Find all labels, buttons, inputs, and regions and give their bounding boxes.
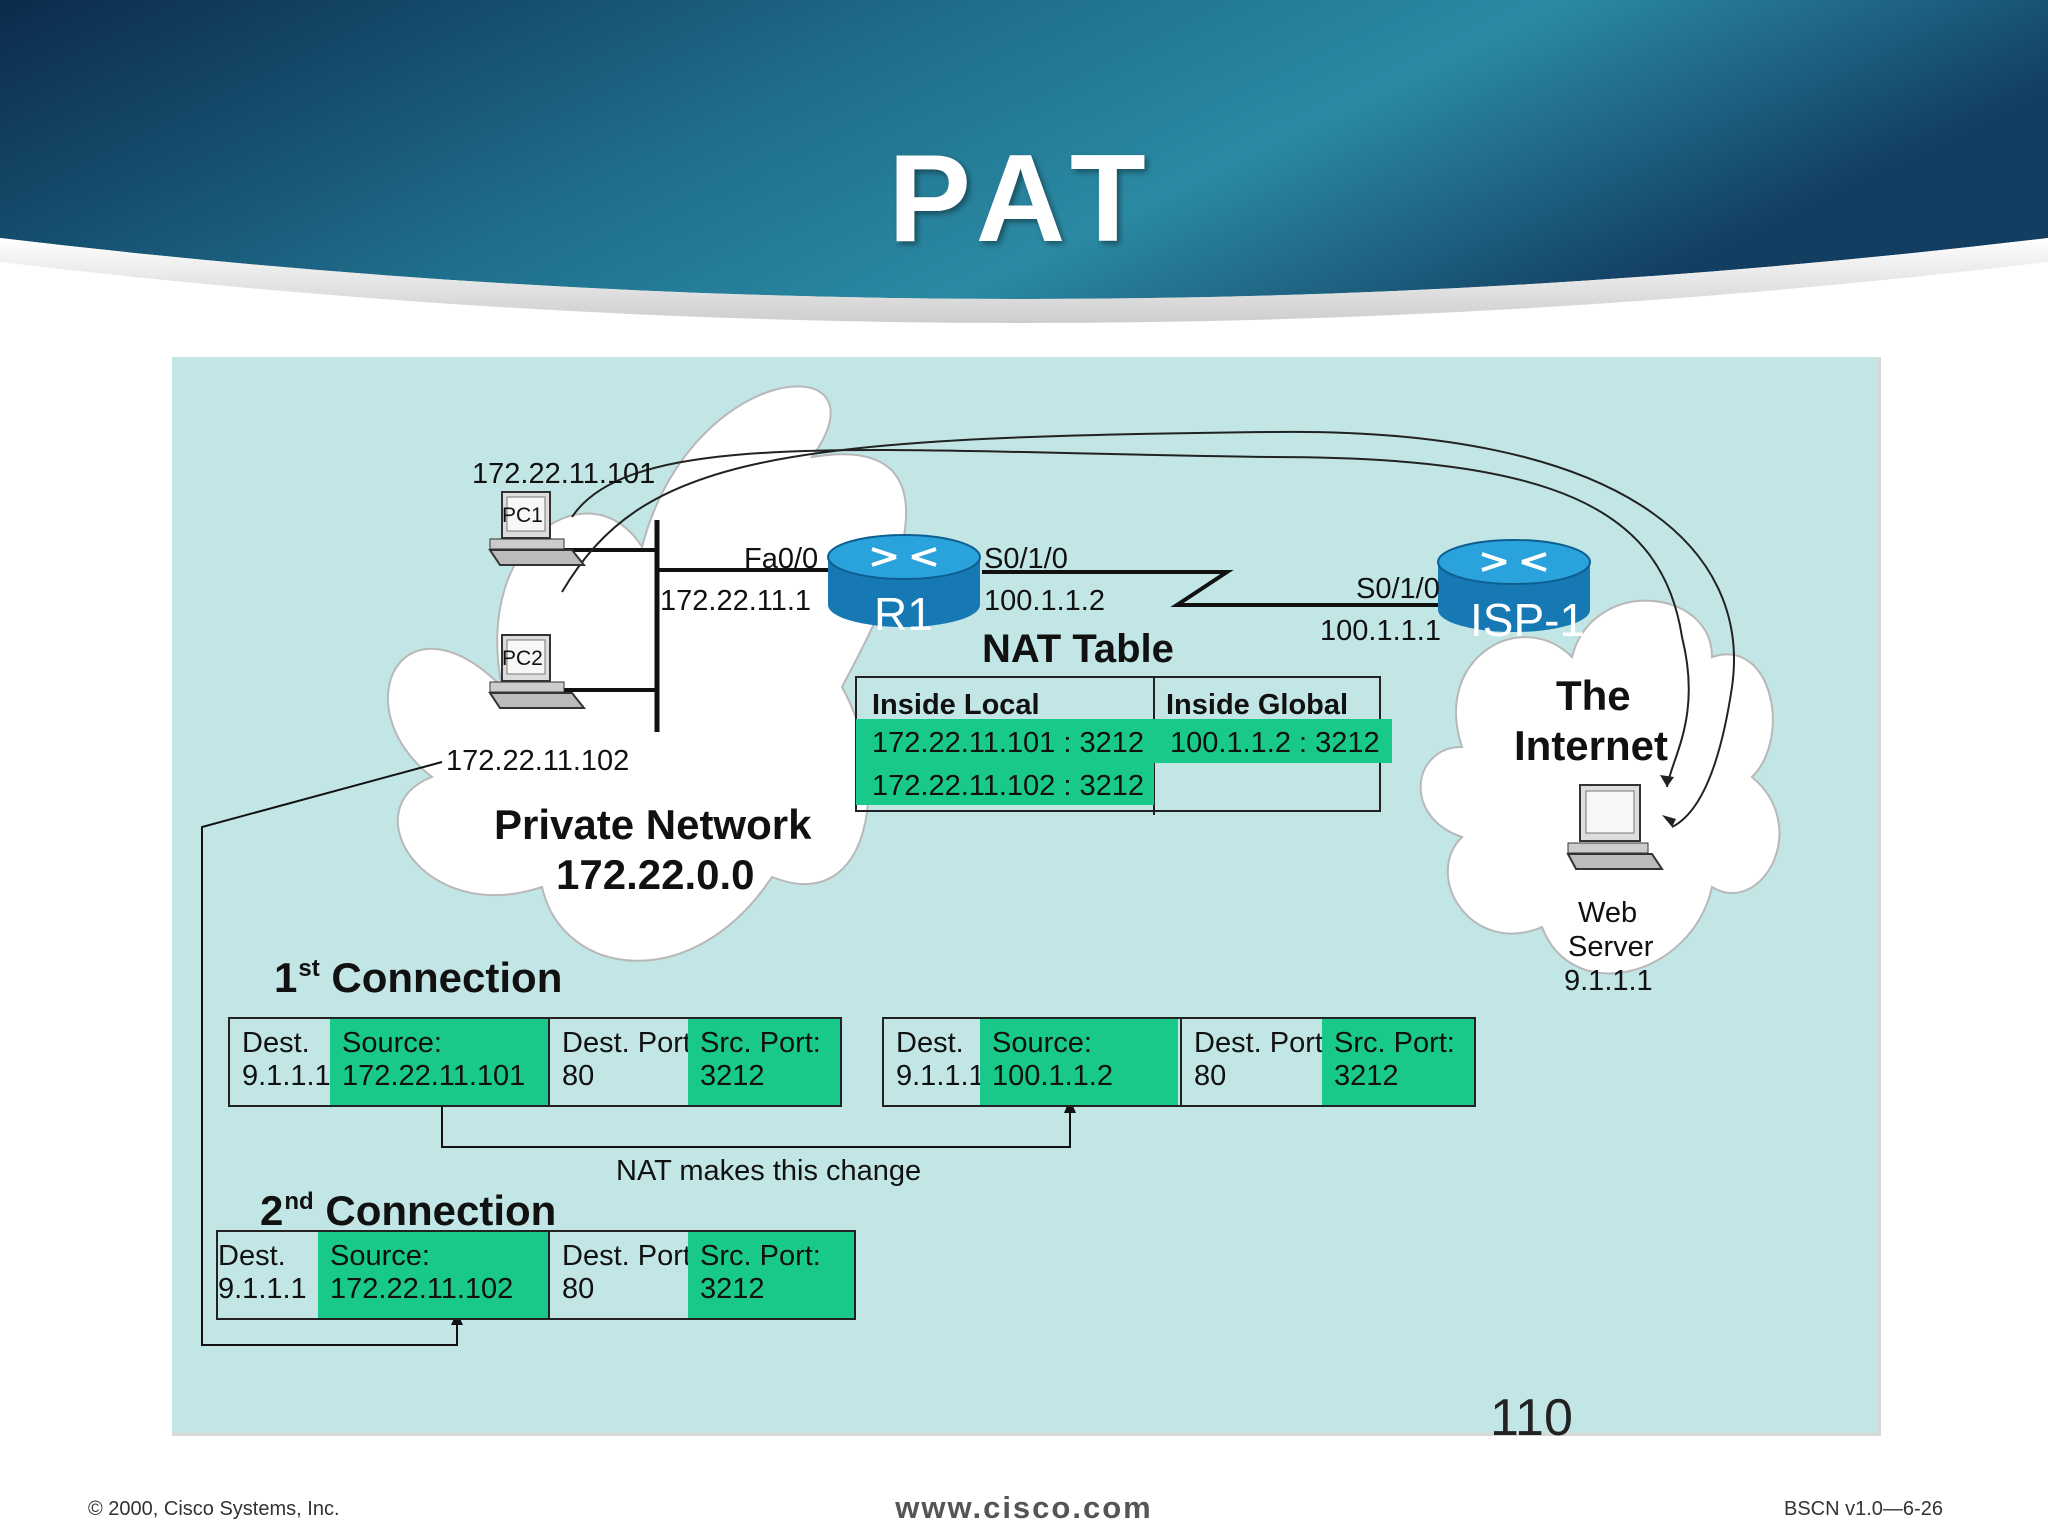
nat-row1-global: 100.1.1.2 : 3212: [1170, 727, 1380, 759]
nat-header-inside-local: Inside Local: [872, 689, 1040, 721]
isp-serial-ip: 100.1.1.1: [1320, 615, 1441, 647]
packet-dest: Dest.9.1.1.1: [896, 1027, 985, 1092]
first-connection-title: 1st Connection: [274, 954, 563, 1001]
packet-src-port: Src. Port:3212: [1322, 1019, 1474, 1105]
r1-interface: Fa0/0: [744, 543, 819, 575]
footer-course-code: BSCN v1.0—6-26: [1784, 1498, 1943, 1520]
web-server-ip: 9.1.1.1: [1564, 965, 1653, 997]
nat-change-note: NAT makes this change: [616, 1155, 922, 1187]
diagram-panel: 172.22.11.101 PC1 PC2 172.22.11.102 Fa0/…: [172, 357, 1881, 1436]
packet-c1-after: Dest.9.1.1.1 Source:100.1.1.2 Dest. Port…: [882, 1017, 1476, 1107]
private-network-address: 172.22.0.0: [556, 851, 755, 898]
footer-copyright: © 2000, Cisco Systems, Inc.: [88, 1498, 340, 1520]
pc1-ip: 172.22.11.101: [472, 458, 656, 490]
web-server-label-2: Server: [1568, 931, 1654, 963]
packet-src-port: Src. Port:3212: [688, 1232, 854, 1318]
packet-c2-before: Dest.9.1.1.1 Source:172.22.11.102 Dest. …: [216, 1230, 856, 1320]
packet-dest: Dest.9.1.1.1: [242, 1027, 331, 1092]
pc1-label: PC1: [502, 504, 543, 527]
slide-header: PAT: [0, 0, 2048, 360]
router-r1-icon: [827, 534, 981, 627]
web-server-label-1: Web: [1578, 897, 1638, 929]
nat-row2-local: 172.22.11.102 : 3212: [872, 770, 1144, 802]
nat-row1-local: 172.22.11.101 : 3212: [872, 727, 1144, 759]
packet-source: Source:172.22.11.102: [318, 1232, 548, 1318]
packet-source: Source:100.1.1.2: [980, 1019, 1178, 1105]
network-diagram: [201, 385, 1781, 1346]
packet-source: Source:172.22.11.101: [330, 1019, 548, 1105]
packet-dest: Dest.9.1.1.1: [218, 1240, 307, 1305]
packet-dest-port: Dest. Port:80: [1180, 1019, 1332, 1105]
footer-url[interactable]: www.cisco.com: [895, 1490, 1153, 1525]
pc2-ip: 172.22.11.102: [446, 745, 630, 777]
packet-src-port: Src. Port:3212: [688, 1019, 840, 1105]
r1-serial: S0/1/0: [984, 543, 1068, 575]
slide-title: PAT: [888, 130, 1160, 268]
header-banner: [0, 0, 2048, 323]
isp-label: ISP-1: [1470, 594, 1586, 646]
packet-dest-port: Dest. Port:80: [548, 1232, 702, 1318]
pc2-icon: [488, 634, 587, 709]
r1-serial-ip: 100.1.1.2: [984, 585, 1105, 617]
r1-interface-ip: 172.22.11.1: [660, 585, 812, 617]
pc1-icon: [488, 491, 587, 566]
isp-serial: S0/1/0: [1356, 573, 1440, 605]
packet-dest-port: Dest. Port:80: [548, 1019, 702, 1105]
packet-c1-before: Dest.9.1.1.1 Source:172.22.11.101 Dest. …: [228, 1017, 842, 1107]
r1-label: R1: [874, 588, 933, 640]
nat-table-title: NAT Table: [982, 627, 1174, 671]
internet-label-line2: Internet: [1514, 722, 1669, 769]
second-connection-title: 2nd Connection: [260, 1187, 557, 1234]
internet-label-line1: The: [1556, 672, 1631, 719]
router-isp1-icon: [1437, 539, 1591, 632]
pc2-label: PC2: [502, 647, 543, 670]
nat-header-inside-global: Inside Global: [1166, 689, 1349, 721]
nat-global-highlight: [1154, 719, 1392, 763]
web-server-icon: [1566, 784, 1664, 870]
private-network-title: Private Network: [494, 801, 812, 848]
slide-number: 110: [1490, 1392, 1573, 1438]
nat-local-highlight: [856, 719, 1154, 805]
